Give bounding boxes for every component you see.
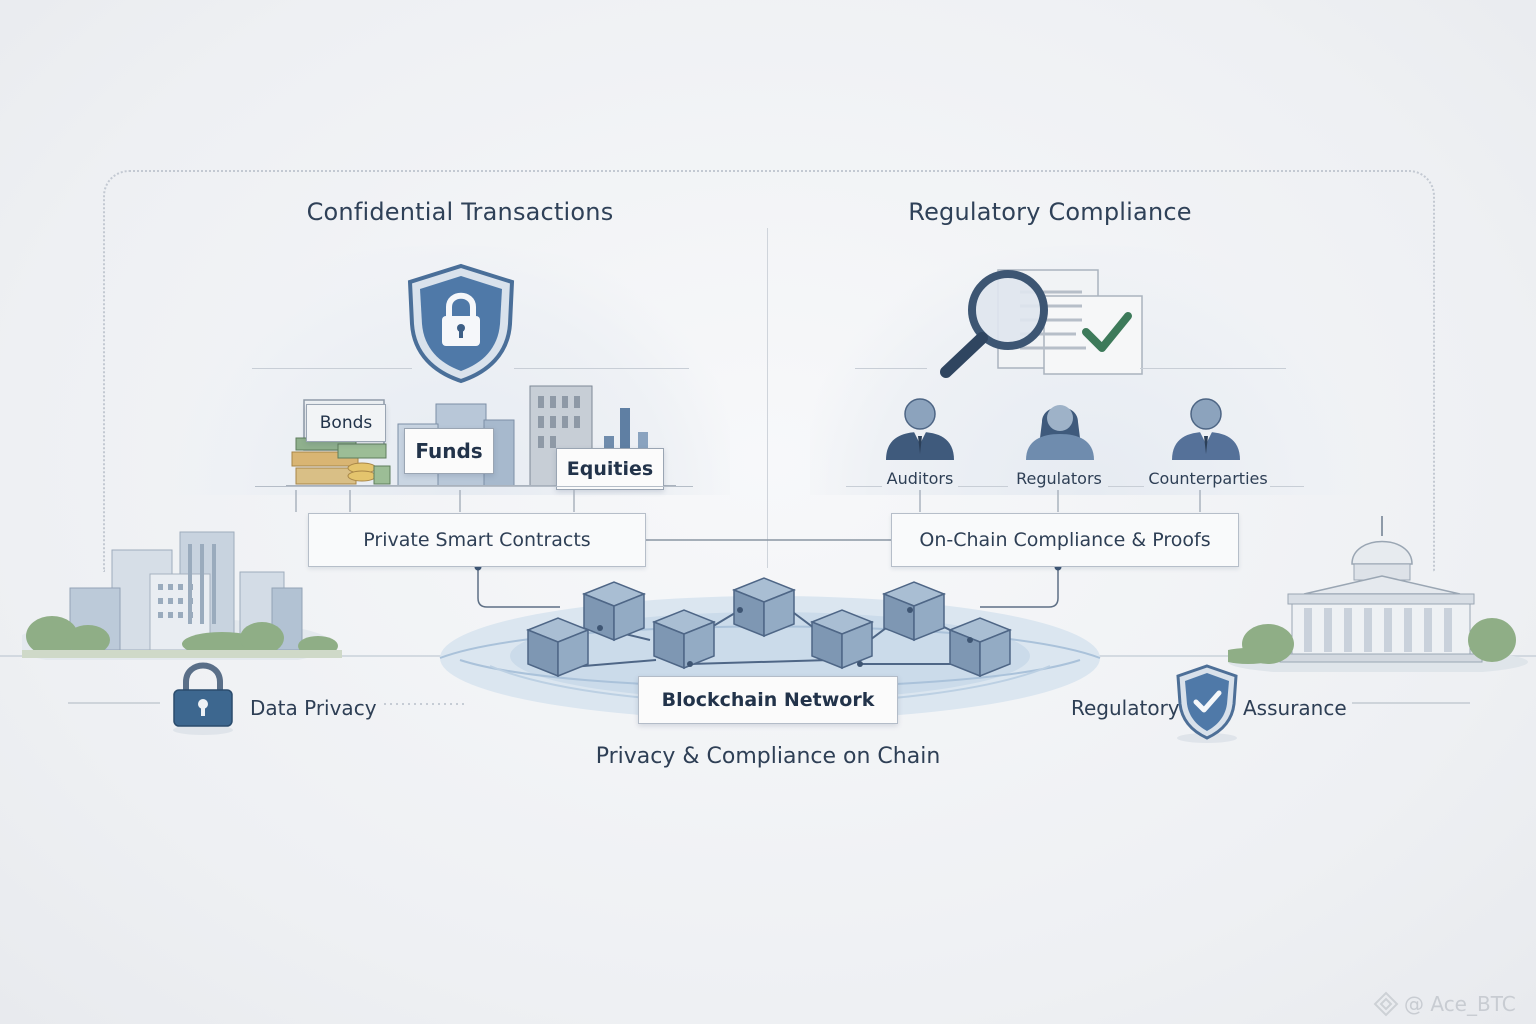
watermark: @ Ace_BTC — [1372, 990, 1516, 1018]
blockchain-network-label: Blockchain Network — [638, 676, 898, 724]
left-rule-b — [514, 368, 689, 369]
private-smart-contracts-box: Private Smart Contracts — [308, 513, 646, 567]
city-skyline — [12, 524, 342, 670]
audit-document-icon — [936, 266, 1148, 388]
shield-lock-icon — [404, 262, 518, 388]
block-5 — [653, 609, 715, 669]
assets-baseline — [255, 486, 693, 487]
equities-label: Equities — [556, 448, 664, 490]
exchange-logo-icon — [1373, 991, 1399, 1017]
counterparties-label: Counterparties — [1148, 469, 1268, 488]
left-rule-a — [252, 368, 412, 369]
auditors-label: Auditors — [886, 469, 954, 488]
diagram-caption: Privacy & Compliance on Chain — [595, 744, 941, 769]
right-rule-a — [855, 368, 927, 369]
people-rule-b — [958, 486, 1008, 487]
block-2 — [733, 577, 795, 637]
regulator-person-icon — [1020, 394, 1100, 464]
right-rule-b — [1140, 368, 1286, 369]
assurance-label: Assurance — [1243, 696, 1347, 720]
block-7 — [949, 617, 1011, 677]
people-rule-d — [1270, 486, 1304, 487]
block-4 — [527, 617, 589, 677]
government-building — [1218, 512, 1528, 676]
people-rule-a — [846, 486, 882, 487]
check-shield-icon — [1174, 664, 1240, 748]
regulatory-label: Regulatory — [1071, 696, 1180, 720]
counterparty-person-icon — [1166, 394, 1246, 464]
padlock-icon — [170, 660, 236, 740]
column-divider — [767, 228, 768, 568]
block-3 — [883, 581, 945, 641]
data-privacy-label: Data Privacy — [250, 696, 377, 720]
regulators-label: Regulators — [1016, 469, 1102, 488]
left-section-title: Confidential Transactions — [306, 198, 614, 226]
right-section-title: Regulatory Compliance — [908, 198, 1192, 226]
funds-label: Funds — [404, 428, 494, 474]
block-1 — [583, 581, 645, 641]
auditor-person-icon — [880, 394, 960, 464]
people-rule-c — [1108, 486, 1144, 487]
diagram-frame — [103, 170, 1435, 572]
watermark-text: @ Ace_BTC — [1404, 992, 1516, 1016]
bonds-label: Bonds — [306, 404, 386, 442]
onchain-compliance-box: On-Chain Compliance & Proofs — [891, 513, 1239, 567]
block-6 — [811, 609, 873, 669]
